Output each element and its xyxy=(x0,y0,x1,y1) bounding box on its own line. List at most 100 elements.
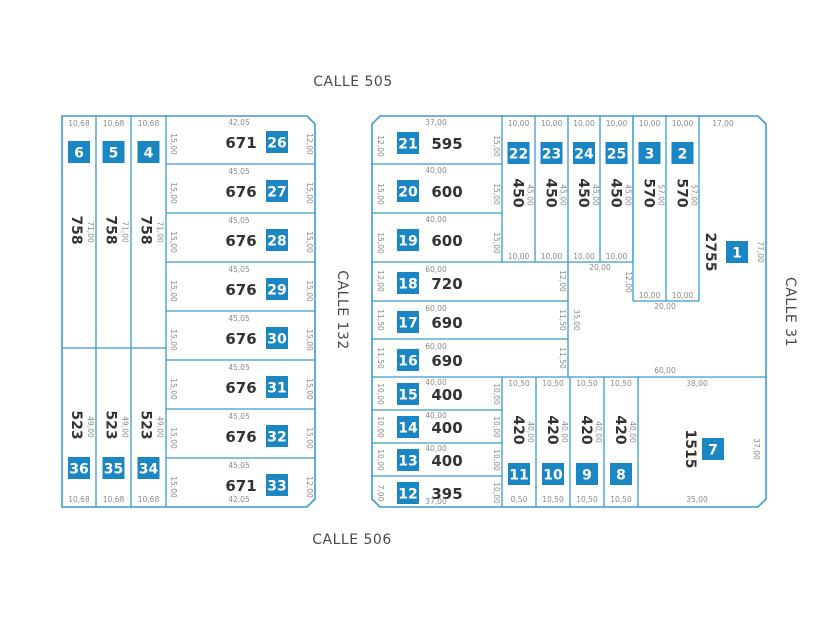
lot-number-badge[interactable] xyxy=(573,142,595,164)
lot-front-dim: 10,50 xyxy=(542,379,564,388)
lot-number-badge[interactable] xyxy=(397,383,419,405)
lot-number-badge[interactable] xyxy=(397,229,419,251)
lot-number-badge[interactable] xyxy=(507,142,530,164)
lot-left-dim: 15,00 xyxy=(169,378,178,400)
lot-number-badge[interactable] xyxy=(605,142,628,164)
lot-number: 9 xyxy=(582,468,592,484)
lot-number: 19 xyxy=(398,234,417,250)
lot-area: 570 xyxy=(641,178,657,207)
lot-number: 16 xyxy=(398,354,417,370)
lot-area: 1515 xyxy=(682,430,698,469)
open-side-dim: 35,00 xyxy=(572,309,581,331)
lot-number-badge[interactable] xyxy=(638,142,661,164)
lot-area: 570 xyxy=(674,178,690,207)
lot-number-badge[interactable] xyxy=(68,457,90,479)
lot-side-dim: 45,00 xyxy=(526,184,535,206)
lot-number: 6 xyxy=(74,146,84,162)
west-block-outline xyxy=(61,115,316,508)
lot-number: 27 xyxy=(267,185,286,201)
lot-side-dim: 45,00 xyxy=(591,184,600,206)
lot-number: 2 xyxy=(678,147,688,163)
lot-front-dim: 10,00 xyxy=(672,119,694,128)
lot-number-badge[interactable] xyxy=(397,349,419,371)
lot-number-badge[interactable] xyxy=(671,142,694,164)
lot-number-badge[interactable] xyxy=(266,131,288,153)
lot-area: 676 xyxy=(225,183,256,201)
lot-left-dim: 15,00 xyxy=(169,280,178,302)
lot-area: 676 xyxy=(225,379,256,397)
lot-number: 10 xyxy=(543,468,563,484)
lot-number: 34 xyxy=(139,462,159,478)
lot-left-dim: 10,00 xyxy=(376,449,385,471)
lot-area: 758 xyxy=(138,215,154,244)
lot-number-badge[interactable] xyxy=(102,141,125,163)
lot-front-dim: 45,05 xyxy=(228,412,250,421)
lot-number-badge[interactable] xyxy=(702,438,724,460)
lot-number-badge[interactable] xyxy=(266,180,288,202)
lot-left-dim: 7,00 xyxy=(376,485,385,502)
lot-number-badge[interactable] xyxy=(540,142,563,164)
lot-number: 32 xyxy=(267,430,286,446)
lot-front-dim: 42,05 xyxy=(228,118,250,127)
lot-front-dim: 10,00 xyxy=(573,119,595,128)
lot-left-dim: 11,50 xyxy=(376,347,385,369)
lot-number-badge[interactable] xyxy=(137,457,160,479)
lot-number: 26 xyxy=(267,136,286,152)
lot-front-dim: 37,00 xyxy=(425,118,447,127)
lot-number: 3 xyxy=(645,147,655,163)
lot-side-dim: 40,00 xyxy=(560,421,569,443)
lot-left-dim: 15,00 xyxy=(169,133,178,155)
lot-back-dim: 10,00 xyxy=(606,252,628,261)
lot-number: 33 xyxy=(267,479,286,495)
lot-left-dim: 12,00 xyxy=(376,135,385,157)
lot-number-badge[interactable] xyxy=(266,474,288,496)
lot-number-badge[interactable] xyxy=(266,229,288,251)
lot-number-badge[interactable] xyxy=(542,463,564,485)
lot-number-badge[interactable] xyxy=(610,463,632,485)
lot-front-dim: 10,68 xyxy=(68,495,90,504)
lot-area: 2755 xyxy=(702,233,718,272)
lot-number-badge[interactable] xyxy=(397,416,419,438)
lot-left-dim: 10,00 xyxy=(376,383,385,405)
lot-number: 11 xyxy=(509,468,528,484)
street-label-middle: CALLE 132 xyxy=(334,270,350,349)
lot-side-dim: 45,00 xyxy=(559,184,568,206)
lot-front-dim: 17,00 xyxy=(712,119,734,128)
lot-number-badge[interactable] xyxy=(397,482,419,504)
lot-side-dim: 37,00 xyxy=(752,438,761,460)
lot-number-badge[interactable] xyxy=(397,272,419,294)
lot-number-badge[interactable] xyxy=(266,376,288,398)
lot-number-badge[interactable] xyxy=(397,311,419,333)
lot-number: 12 xyxy=(398,487,417,503)
lot-number-badge[interactable] xyxy=(397,180,419,202)
lot-number: 30 xyxy=(267,332,287,348)
lot-back-dim: 10,00 xyxy=(541,252,563,261)
lot-side-dim: 45,00 xyxy=(624,184,633,206)
lot-area: 400 xyxy=(431,419,462,437)
lot-side-dim: 71,00 xyxy=(121,221,130,243)
lot-area: 600 xyxy=(431,232,462,250)
lot-number-badge[interactable] xyxy=(576,463,598,485)
lot-side-dim: 49,00 xyxy=(86,416,95,438)
lot-right-dim: 15,00 xyxy=(305,378,314,400)
street-label-north: CALLE 505 xyxy=(313,74,392,90)
lot-number-badge[interactable] xyxy=(68,141,90,163)
lot-number-badge[interactable] xyxy=(397,132,419,154)
lot-number-badge[interactable] xyxy=(102,457,125,479)
lot-right-dim: 15,00 xyxy=(305,231,314,253)
lot-number-badge[interactable] xyxy=(266,327,288,349)
lot-number-badge[interactable] xyxy=(508,463,530,485)
lot-number: 24 xyxy=(574,147,594,163)
lot-number-badge[interactable] xyxy=(726,241,748,263)
lot-side-dim: 40,00 xyxy=(594,421,603,443)
lot-front-dim: 10,00 xyxy=(606,119,628,128)
lot-number-badge[interactable] xyxy=(266,425,288,447)
lot-front-dim: 40,00 xyxy=(425,215,447,224)
lot-number-badge[interactable] xyxy=(266,278,288,300)
lot-number-badge[interactable] xyxy=(137,141,160,163)
lot-area: 676 xyxy=(225,330,256,348)
lot-area: 450 xyxy=(510,178,526,207)
lot-front-dim: 45,05 xyxy=(228,314,250,323)
lot-area: 720 xyxy=(431,275,462,293)
lot-number-badge[interactable] xyxy=(397,449,419,471)
